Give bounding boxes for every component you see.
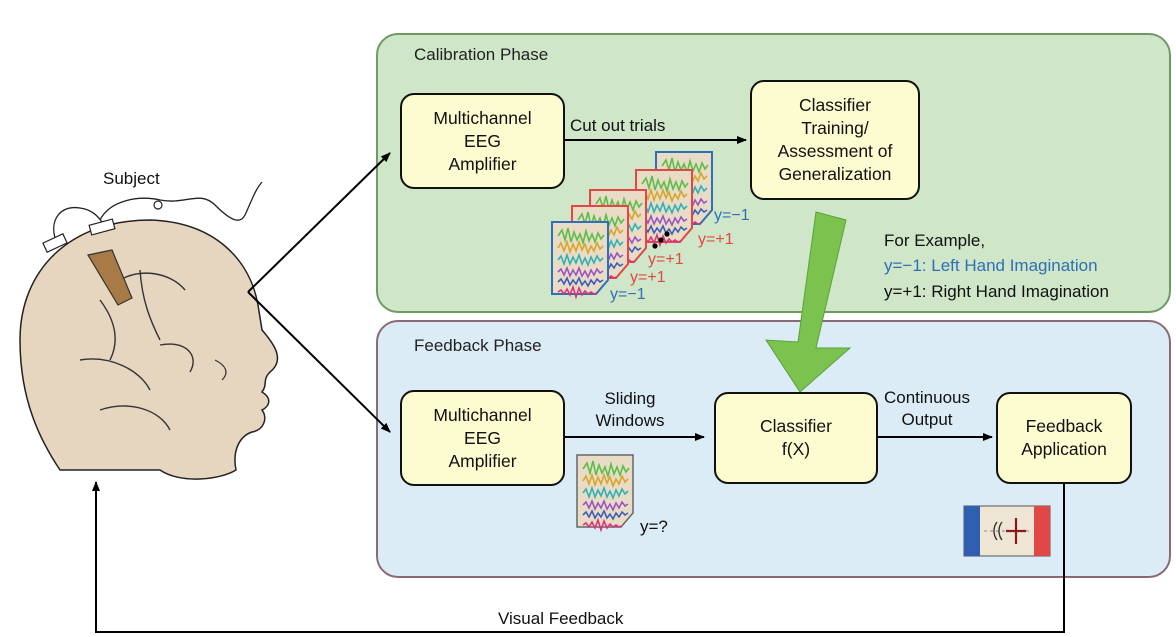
trial-stack: [551, 151, 713, 298]
trial-label-neg-front: y=−1: [610, 286, 646, 303]
example-negative-class: y=−1: Left Hand Imagination: [884, 256, 1098, 275]
subject-head: [19, 181, 279, 480]
trial-card-neg-front: [551, 221, 609, 298]
training-transfer-arrow: [765, 211, 852, 393]
continuous-output-label: Continuous Output: [883, 388, 970, 429]
trial-label-pos-back: y=+1: [698, 231, 734, 248]
feedback-application-node: Feedback Application: [996, 392, 1132, 484]
arrow-to-calibration: [247, 152, 391, 293]
unknown-trial-card: [576, 454, 634, 531]
classifier-node: Classifier f(X): [714, 392, 878, 484]
trial-label-pos-mid: y=+1: [630, 269, 666, 286]
visual-feedback-label: Visual Feedback: [498, 609, 624, 628]
calibration-amplifier-node: Multichannel EEG Amplifier: [400, 93, 565, 189]
example-title: For Example,: [884, 231, 986, 250]
feedback-amplifier-node: Multichannel EEG Amplifier: [400, 390, 565, 486]
feedback-display: [963, 505, 1051, 557]
cut-trials-label: Cut out trials: [570, 116, 666, 135]
calibration-phase-title: Calibration Phase: [414, 45, 549, 64]
subject-label: Subject: [103, 169, 160, 188]
arrow-to-feedback: [247, 291, 391, 433]
trial-label-neg-back: y=−1: [714, 207, 750, 224]
trial-label-pos-front: y=+1: [648, 251, 684, 268]
unknown-trial-label: y=?: [640, 517, 668, 536]
classifier-training-node: Classifier Training/ Assessment of Gener…: [750, 80, 920, 200]
feedback-phase-title: Feedback Phase: [414, 336, 542, 355]
sliding-windows-label: Sliding Windows: [595, 389, 665, 430]
arrow-visual-feedback: [92, 481, 1065, 633]
example-positive-class: y=+1: Right Hand Imagination: [884, 282, 1109, 301]
